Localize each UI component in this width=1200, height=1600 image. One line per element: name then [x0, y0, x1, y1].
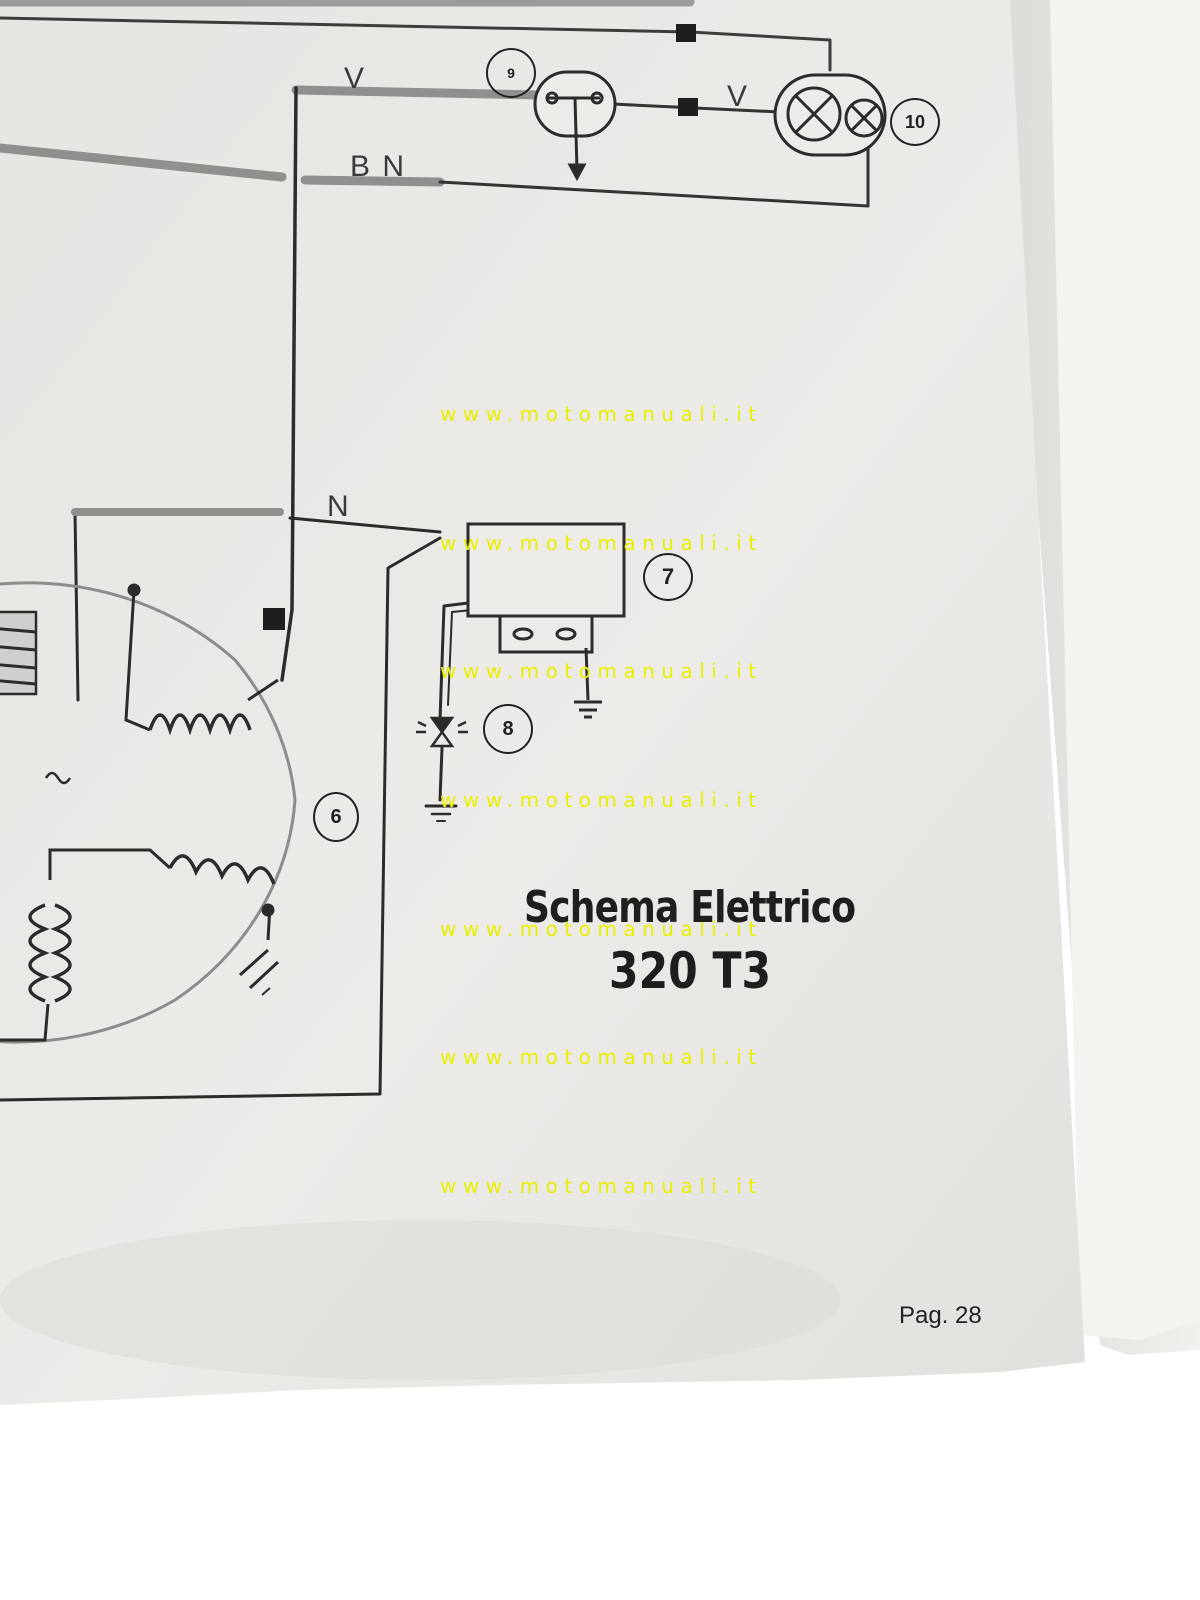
wire-bn-grey-left: [0, 143, 287, 182]
callout-10: 10: [890, 98, 940, 146]
watermark: www.motomanuali.it: [440, 531, 763, 555]
callout-6: 6: [313, 792, 359, 842]
wire-top: [0, 16, 832, 72]
watermark: www.motomanuali.it: [440, 1045, 763, 1069]
connector-vertical: [263, 608, 285, 630]
wire-label-n: N: [327, 490, 351, 523]
wiring-diagram: [0, 0, 870, 1102]
wire-vertical: [280, 86, 298, 682]
watermark: www.motomanuali.it: [440, 659, 763, 683]
callout-7: 7: [643, 553, 693, 601]
component-6-symbol: [0, 581, 297, 1044]
connector-top: [676, 24, 696, 42]
watermark: www.motomanuali.it: [440, 402, 763, 426]
page-number: Pag. 28: [899, 1302, 982, 1329]
wire-plug: [438, 600, 478, 722]
callout-9: 9: [486, 48, 536, 98]
wire-left-vertical: [73, 510, 80, 702]
paper-sheet: [0, 0, 1085, 1405]
component-7-symbol: [466, 522, 626, 719]
wire-n: [288, 516, 442, 534]
spark-plug-symbol: [416, 716, 468, 748]
connector-v: [678, 98, 698, 116]
component-9-symbol: [533, 70, 617, 182]
component-10-symbol: [773, 73, 887, 157]
wire-bn-grey-right: [300, 175, 445, 187]
diagram-subtitle: 320 T3: [609, 942, 772, 1000]
watermark: www.motomanuali.it: [440, 788, 763, 812]
wire-label-v-right: V: [727, 80, 750, 113]
wire-loop: [0, 536, 442, 1102]
wire-bn-lamp: [438, 143, 870, 208]
callout-8: 8: [483, 704, 533, 754]
wire-label-b-n: B N: [350, 150, 407, 183]
wire-label-v-top: V: [344, 62, 367, 95]
watermark: www.motomanuali.it: [440, 917, 763, 941]
watermark: www.motomanuali.it: [440, 1174, 763, 1198]
diagram-title: Schema Elettrico: [524, 882, 856, 933]
